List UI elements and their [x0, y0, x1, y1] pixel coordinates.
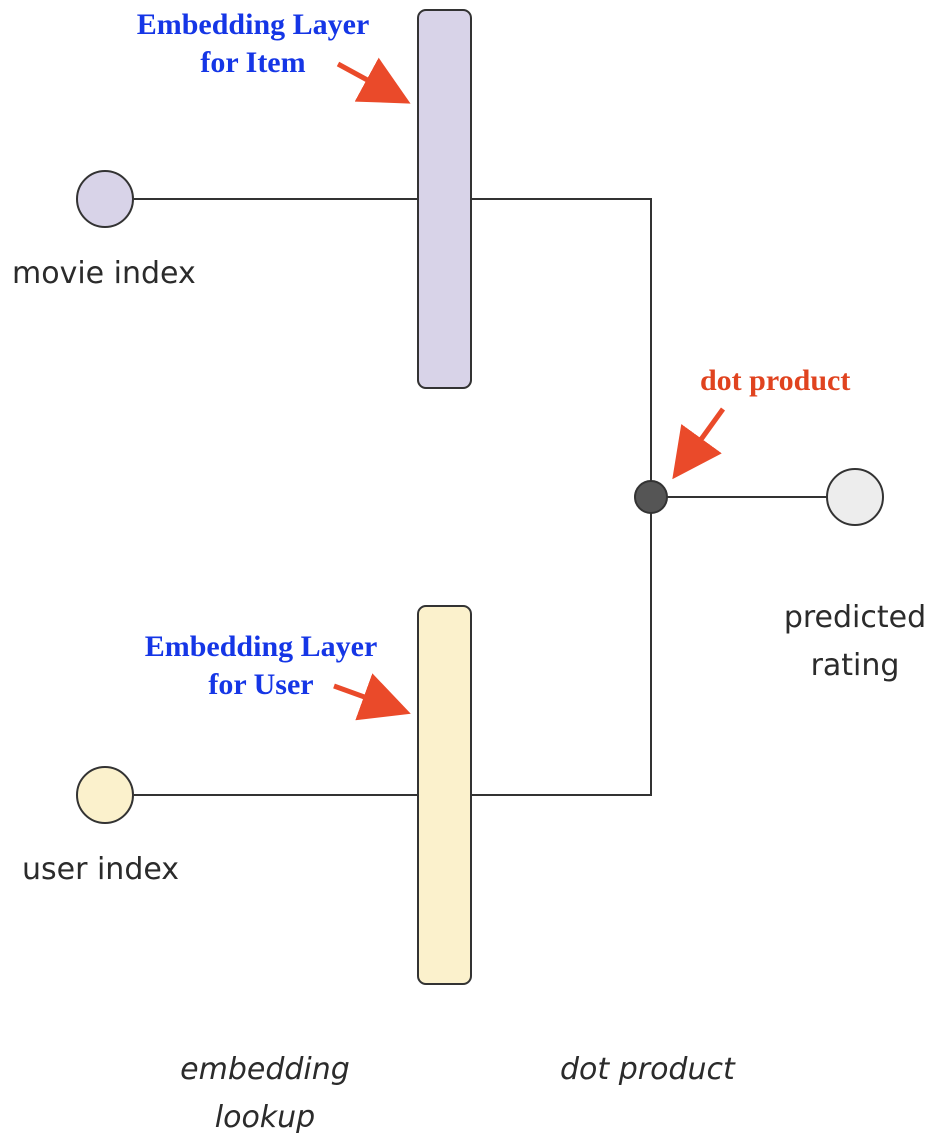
user-embedding-annotation: Embedding Layer for User: [116, 628, 406, 704]
predicted-rating-line1: predicted: [783, 600, 927, 635]
item-annotation-arrow: [336, 57, 411, 104]
predicted-rating-line2: rating: [810, 648, 900, 683]
embedding-lookup-line1: embedding: [180, 1052, 350, 1087]
embedding-lookup-line2: lookup: [214, 1100, 316, 1135]
item-embedding-annotation-line2: for Item: [200, 46, 306, 79]
user-embedding-annotation-line1: Embedding Layer: [144, 630, 378, 663]
user-embedding-annotation-line2: for User: [208, 668, 314, 701]
dot-product-annotation-arrow: [672, 407, 726, 480]
item-embedding-annotation-line1: Embedding Layer: [136, 8, 370, 41]
movie-index-label: movie index: [12, 256, 196, 291]
item-embedding-annotation: Embedding Layer for Item: [108, 6, 398, 82]
user-index-label: user index: [22, 852, 180, 887]
dot-product-stage-label: dot product: [560, 1052, 735, 1087]
user-embedding-layer: [417, 605, 472, 985]
item-embedding-layer: [417, 9, 472, 389]
dot-product-node: [634, 480, 668, 514]
user-index-node: [76, 766, 134, 824]
predicted-rating-label: predicted rating: [760, 594, 938, 690]
dot-product-annotation: dot product: [700, 364, 851, 397]
movie-index-node: [76, 170, 134, 228]
embedding-lookup-label: embedding lookup: [160, 1046, 370, 1142]
user-annotation-arrow: [333, 673, 411, 721]
predicted-rating-node: [826, 468, 884, 526]
